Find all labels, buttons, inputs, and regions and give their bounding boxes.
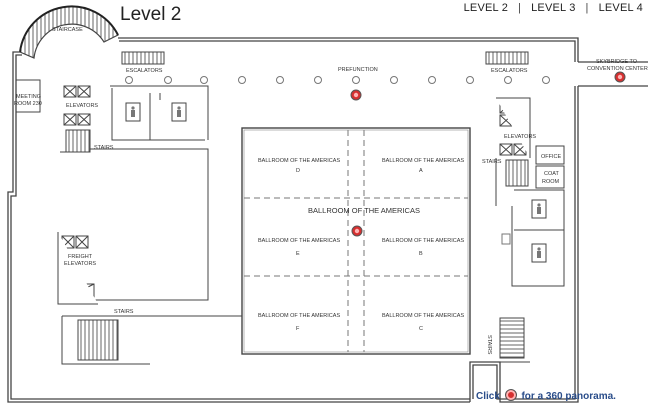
outer-walls bbox=[7, 37, 648, 403]
level-2-link[interactable]: LEVEL 2 bbox=[463, 2, 509, 14]
escalators-left: ESCALATORS bbox=[121, 51, 165, 74]
nav-separator: | bbox=[518, 2, 522, 14]
escalators-right-label: ESCALATORS bbox=[491, 68, 528, 74]
stairs-bottom bbox=[61, 304, 243, 365]
level-4-link[interactable]: LEVEL 4 bbox=[598, 2, 643, 14]
elevators-left bbox=[63, 85, 91, 153]
ballroom: BALLROOM OF THE AMERICAS BALLROOM OF THE… bbox=[241, 127, 471, 355]
skybridge-label-line1: SKYBRIDGE TO bbox=[596, 59, 638, 65]
freight-elevators bbox=[57, 232, 98, 305]
restroom-icon bbox=[131, 106, 181, 117]
staircase: STAIRCASE bbox=[19, 5, 119, 59]
escalators-right: ESCALATORS bbox=[485, 51, 529, 74]
stairs-vertical-label: STAIRS bbox=[486, 335, 492, 355]
stairs-lower-right bbox=[499, 317, 530, 363]
level-nav: LEVEL 2 | LEVEL 3 | LEVEL 4 bbox=[464, 2, 643, 14]
ballroom-section-letter: C bbox=[419, 326, 423, 332]
pano-marker-skybridge[interactable] bbox=[614, 71, 626, 83]
ballroom-main-label: BALLROOM OF THE AMERICAS bbox=[308, 206, 420, 215]
freight-elevators-label-line2: ELEVATORS bbox=[64, 261, 96, 267]
elevators-right bbox=[495, 97, 531, 206]
meeting-room-230: MEETING ROOM 230 bbox=[14, 79, 42, 113]
ballroom-section-letter: E bbox=[296, 251, 300, 257]
stairs-right-label: STAIRS bbox=[482, 159, 502, 165]
coat-room-label-line2: ROOM bbox=[542, 179, 560, 185]
pano-hint-before: Click bbox=[476, 391, 500, 402]
pano-dot-icon bbox=[504, 389, 517, 401]
pano-hint: Click for a 360 panorama. bbox=[476, 389, 616, 402]
ballroom-section-letter: D bbox=[296, 168, 300, 174]
ballroom-section-label: BALLROOM OF THE AMERICAS bbox=[258, 313, 340, 319]
staircase-label: STAIRCASE bbox=[52, 27, 83, 33]
ballroom-section-letter: B bbox=[419, 251, 423, 257]
office-label: OFFICE bbox=[541, 154, 561, 160]
freight-elevators-label-line1: FREIGHT bbox=[68, 254, 93, 260]
ballroom-section-label: BALLROOM OF THE AMERICAS bbox=[382, 238, 464, 244]
meeting-room-label-line1: MEETING bbox=[16, 94, 41, 100]
nav-separator: | bbox=[585, 2, 589, 14]
ballroom-section-letter: A bbox=[419, 168, 423, 174]
ballroom-section-label: BALLROOM OF THE AMERICAS bbox=[382, 313, 464, 319]
pano-hint-after: for a 360 panorama. bbox=[521, 391, 616, 402]
prefunction-columns bbox=[125, 76, 550, 84]
meeting-room-label-line2: ROOM 230 bbox=[14, 101, 42, 107]
ballroom-section-label: BALLROOM OF THE AMERICAS bbox=[382, 158, 464, 164]
phone-icon bbox=[501, 233, 511, 245]
elevators-left-label: ELEVATORS bbox=[66, 103, 98, 109]
floor-title: Level 2 bbox=[120, 4, 182, 25]
pano-marker-ballroom[interactable] bbox=[351, 225, 363, 237]
escalators-left-label: ESCALATORS bbox=[126, 68, 163, 74]
ballroom-section-label: BALLROOM OF THE AMERICAS bbox=[258, 238, 340, 244]
ballroom-section-label: BALLROOM OF THE AMERICAS bbox=[258, 158, 340, 164]
stairs-left-label: STAIRS bbox=[94, 145, 114, 151]
prefunction-label: PREFUNCTION bbox=[338, 67, 378, 73]
pano-marker-prefunction[interactable] bbox=[350, 89, 362, 101]
ballroom-section-letter: F bbox=[296, 326, 300, 332]
skybridge: SKYBRIDGE TO CONVENTION CENTER bbox=[587, 59, 648, 72]
stairs-bottom-label: STAIRS bbox=[114, 309, 134, 315]
level-3-link[interactable]: LEVEL 3 bbox=[531, 2, 576, 14]
restroom-block bbox=[110, 85, 209, 141]
coat-room-label-line1: COAT bbox=[544, 171, 560, 177]
skybridge-label-line2: CONVENTION CENTER bbox=[587, 66, 648, 72]
elevators-right-label: ELEVATORS bbox=[504, 134, 536, 140]
restroom-icon bbox=[537, 203, 541, 258]
